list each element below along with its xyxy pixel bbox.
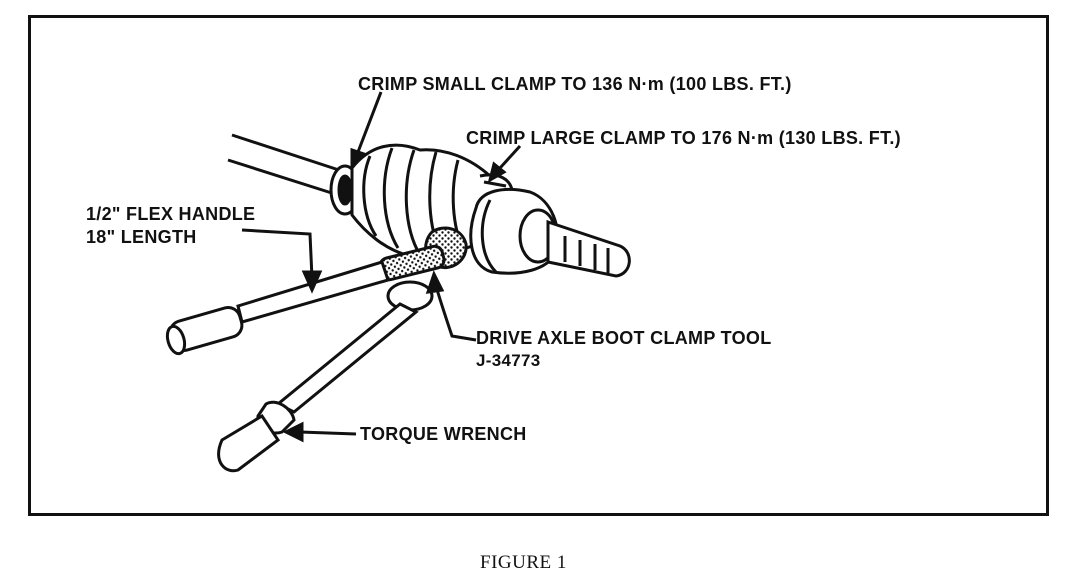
flex-handle-callout-line2: 18" LENGTH [86, 227, 197, 247]
large-clamp-callout: CRIMP LARGE CLAMP TO 176 N·m (130 LBS. F… [466, 128, 901, 148]
clamp-tool-callout-line2: J-34773 [476, 351, 541, 370]
flex-handle-callout-line1: 1/2" FLEX HANDLE [86, 204, 256, 224]
splined-stub-shaft [546, 219, 631, 278]
clamp-tool-callout-line1: DRIVE AXLE BOOT CLAMP TOOL [476, 328, 772, 348]
figure-frame [28, 15, 1049, 516]
torque-wrench [217, 302, 419, 473]
cv-joint-housing [469, 187, 560, 275]
torque-wrench-callout: TORQUE WRENCH [360, 424, 527, 444]
axle-shaft [227, 133, 346, 197]
axle-boot [350, 143, 498, 258]
small-clamp-callout: CRIMP SMALL CLAMP TO 136 N·m (100 LBS. F… [358, 74, 792, 94]
figure-caption: FIGURE 1 [480, 552, 567, 573]
flex-handle [165, 260, 390, 356]
clamp-tool [378, 226, 468, 312]
leader-lines [241, 91, 522, 443]
